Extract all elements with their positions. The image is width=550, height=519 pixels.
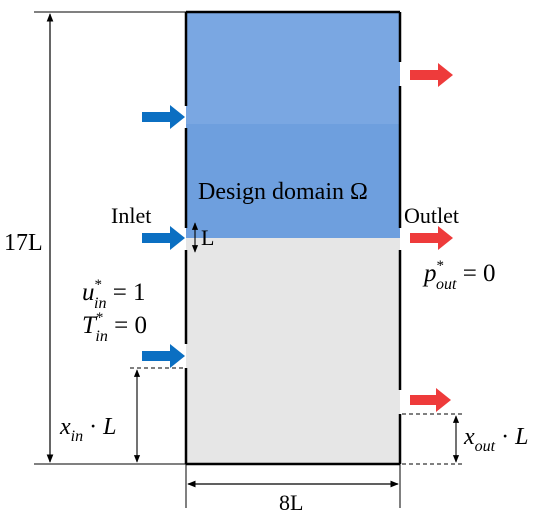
design-domain-label: Design domain Ω (198, 179, 368, 205)
width-label: 8L (279, 490, 303, 515)
inlet-arrows (142, 105, 185, 368)
design-domain-bottom (186, 124, 400, 238)
height-dimension: 17L (2, 11, 186, 465)
outlet-pressure-equation: p*out = 0 (422, 258, 496, 293)
inlet-temperature-equation: T*in = 0 (82, 310, 147, 345)
design-domain-top (186, 12, 400, 124)
outlet-arrows (410, 63, 453, 412)
gap-dimension: L (191, 222, 214, 253)
outlet-arrow-middle (410, 226, 453, 250)
inlet-arrow-bottom (142, 344, 185, 368)
inlet-position-dimension (130, 367, 184, 463)
design-domain-region (186, 12, 400, 238)
gap-label: L (201, 225, 214, 250)
inlet-arrow-top (142, 105, 185, 129)
outlet-position-dimension (402, 413, 462, 465)
inlet-position-label: xin · L (59, 414, 116, 445)
height-label: 17L (4, 230, 43, 256)
outlet-label: Outlet (404, 203, 459, 228)
outlet-arrow-top (410, 63, 453, 87)
inlet-label: Inlet (111, 203, 151, 228)
non-design-region (186, 238, 400, 464)
width-dimension: 8L (185, 464, 401, 515)
outlet-arrow-bottom (410, 388, 451, 412)
inlet-arrow-middle (142, 226, 185, 250)
outlet-position-label: xout · L (463, 424, 528, 455)
inlet-velocity-equation: u*in = 1 (82, 277, 146, 312)
